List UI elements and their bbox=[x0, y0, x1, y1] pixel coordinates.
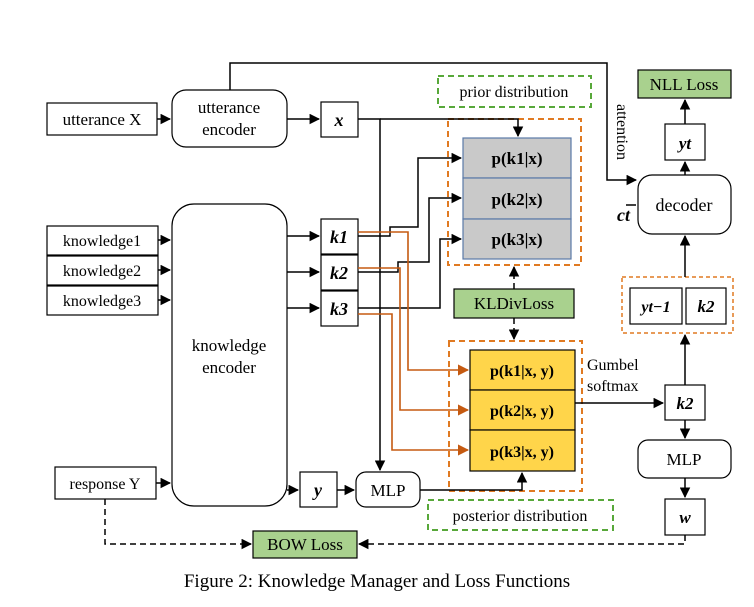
yt-minus-1-input: yt−1 bbox=[629, 287, 683, 325]
yt-output: yt bbox=[664, 123, 706, 161]
svg-text:response Y: response Y bbox=[70, 476, 141, 493]
prior-cell-1: p(k1|x) bbox=[462, 137, 572, 179]
knowledge-input-1: knowledge1 bbox=[46, 225, 159, 256]
w-vector: w bbox=[664, 498, 706, 536]
svg-text:encoder: encoder bbox=[202, 358, 256, 377]
svg-text:knowledge: knowledge bbox=[192, 336, 267, 355]
prior-cell-2: p(k2|x) bbox=[462, 177, 572, 220]
y-vector: y bbox=[299, 471, 338, 508]
k2-vector: k2 bbox=[320, 254, 359, 291]
response-input: response Y bbox=[54, 466, 157, 500]
svg-text:prior distribution: prior distribution bbox=[460, 84, 569, 101]
selected-k2: k2 bbox=[664, 384, 706, 421]
svg-text:p(k1|x): p(k1|x) bbox=[492, 149, 543, 168]
utterance-encoder: utterance encoder bbox=[171, 89, 288, 148]
svg-text:k3: k3 bbox=[330, 299, 348, 319]
svg-text:p(k1|x, y): p(k1|x, y) bbox=[490, 363, 554, 380]
dashed-connectors bbox=[104, 265, 686, 550]
prior-distribution-frame bbox=[447, 118, 582, 266]
k1-vector: k1 bbox=[320, 218, 359, 255]
posterior-cell-1: p(k1|x, y) bbox=[469, 349, 576, 391]
svg-text:NLL Loss: NLL Loss bbox=[650, 75, 719, 94]
svg-text:yt−1: yt−1 bbox=[639, 299, 670, 316]
bow-loss-box: BOW Loss bbox=[252, 530, 358, 559]
svg-text:knowledge2: knowledge2 bbox=[63, 263, 141, 280]
orange-connectors bbox=[358, 231, 470, 456]
svg-text:utterance X: utterance X bbox=[63, 110, 142, 129]
posterior-distribution-label: posterior distribution bbox=[427, 499, 614, 531]
svg-text:x: x bbox=[334, 110, 344, 130]
svg-text:utterance: utterance bbox=[198, 98, 260, 117]
svg-text:y: y bbox=[312, 480, 323, 500]
svg-text:k2: k2 bbox=[698, 297, 716, 316]
posterior-distribution-frame bbox=[448, 340, 583, 492]
svg-text:yt: yt bbox=[677, 134, 693, 153]
mlp-left: MLP bbox=[355, 471, 421, 508]
svg-text:MLP: MLP bbox=[371, 481, 406, 500]
nll-loss-box: NLL Loss bbox=[637, 69, 732, 99]
knowledge-input-3: knowledge3 bbox=[46, 285, 159, 316]
k3-vector: k3 bbox=[320, 290, 359, 327]
svg-text:posterior distribution: posterior distribution bbox=[453, 508, 588, 525]
svg-text:p(k2|x): p(k2|x) bbox=[492, 190, 543, 209]
prior-cell-3: p(k3|x) bbox=[462, 218, 572, 260]
figure-caption: Figure 2: Knowledge Manager and Loss Fun… bbox=[184, 571, 570, 592]
svg-text:BOW Loss: BOW Loss bbox=[267, 535, 343, 554]
knowledge-encoder: knowledge encoder bbox=[171, 203, 288, 507]
svg-text:p(k2|x, y): p(k2|x, y) bbox=[490, 403, 554, 420]
kldivloss-box: KLDivLoss bbox=[453, 288, 575, 319]
black-connectors bbox=[156, 62, 691, 499]
softmax-label: softmax bbox=[587, 378, 639, 395]
svg-text:KLDivLoss: KLDivLoss bbox=[474, 294, 554, 313]
posterior-cell-3: p(k3|x, y) bbox=[469, 429, 576, 472]
mlp-right: MLP bbox=[637, 439, 732, 479]
svg-text:knowledge1: knowledge1 bbox=[63, 233, 141, 250]
svg-text:MLP: MLP bbox=[667, 450, 702, 469]
svg-text:k1: k1 bbox=[330, 227, 348, 247]
decoder-box: decoder bbox=[637, 174, 732, 235]
svg-text:w: w bbox=[679, 508, 691, 527]
x-vector: x bbox=[320, 101, 359, 138]
prior-distribution-label: prior distribution bbox=[437, 75, 592, 108]
svg-text:encoder: encoder bbox=[202, 120, 256, 139]
k2-decoder-input: k2 bbox=[685, 287, 727, 325]
svg-text:knowledge3: knowledge3 bbox=[63, 293, 141, 310]
posterior-cell-2: p(k2|x, y) bbox=[469, 389, 576, 431]
svg-text:k2: k2 bbox=[677, 394, 695, 413]
svg-text:p(k3|x, y): p(k3|x, y) bbox=[490, 444, 554, 461]
gumbel-label: Gumbel bbox=[587, 357, 639, 374]
context-label: ct bbox=[617, 205, 631, 225]
svg-text:p(k3|x): p(k3|x) bbox=[492, 230, 543, 249]
svg-text:decoder: decoder bbox=[656, 195, 713, 215]
svg-text:k2: k2 bbox=[330, 263, 348, 283]
knowledge-input-2: knowledge2 bbox=[46, 255, 159, 286]
utterance-input: utterance X bbox=[46, 102, 158, 136]
attention-label: attention bbox=[613, 104, 630, 160]
